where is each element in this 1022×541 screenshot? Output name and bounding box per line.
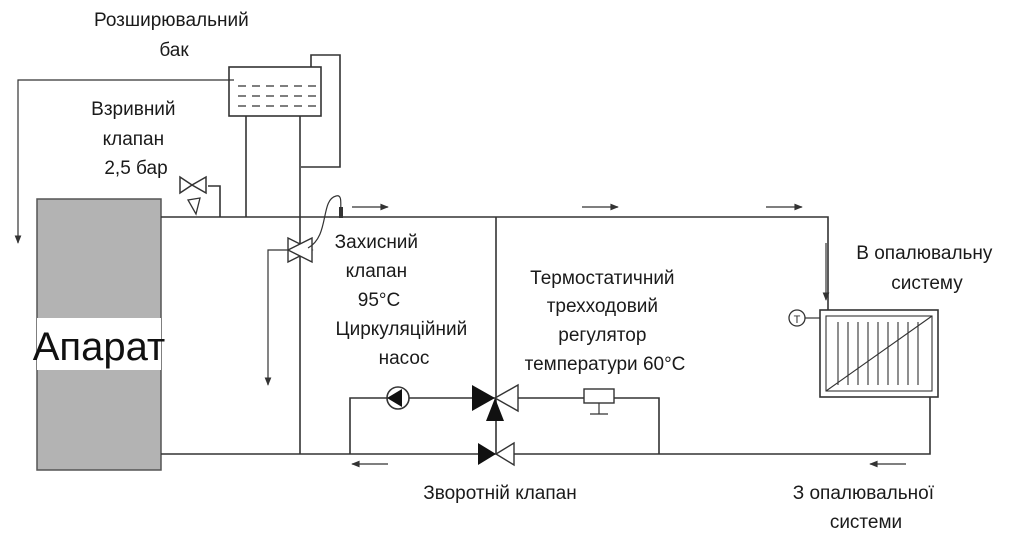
thermometer-icon xyxy=(788,309,820,327)
thermostat-regulator-icon xyxy=(583,388,615,415)
sensor-bulb xyxy=(339,207,343,218)
from-system-label: З опалювальної системи xyxy=(793,483,940,533)
return-pipe xyxy=(161,397,931,455)
three-way-valve-icon xyxy=(472,383,519,421)
thermostatic-valve-label: Термостатичний трехходовий регулятор тем… xyxy=(525,268,686,375)
expansion-tank-label: Розширювальний бак xyxy=(94,10,254,61)
tank-vent-pipe xyxy=(301,54,341,168)
vent-drain-arrow xyxy=(14,79,234,244)
pump-label: Циркуляційний насос xyxy=(336,319,473,369)
safety-valve-label: Захисний клапан 95°C xyxy=(335,232,424,311)
thermometer-label: T xyxy=(794,314,801,326)
radiator-icon xyxy=(819,309,939,398)
flow-arrows xyxy=(351,203,906,468)
expansion-tank xyxy=(228,66,322,117)
apparatus-label: Апарат xyxy=(33,325,166,369)
relief-valve-label: Взривний клапан 2,5 бар xyxy=(91,99,181,179)
check-valve-label: Зворотній клапан xyxy=(423,483,576,504)
apparatus-label-box xyxy=(37,318,161,370)
circulation-pump-icon xyxy=(386,386,410,410)
to-system-label: В опалювальну систему xyxy=(856,243,997,294)
safety-valve xyxy=(264,236,314,386)
relief-valve xyxy=(179,175,221,217)
supply-pipe xyxy=(161,216,829,310)
safety-valve-sensor-line xyxy=(307,195,342,249)
check-valve-icon xyxy=(478,441,515,467)
